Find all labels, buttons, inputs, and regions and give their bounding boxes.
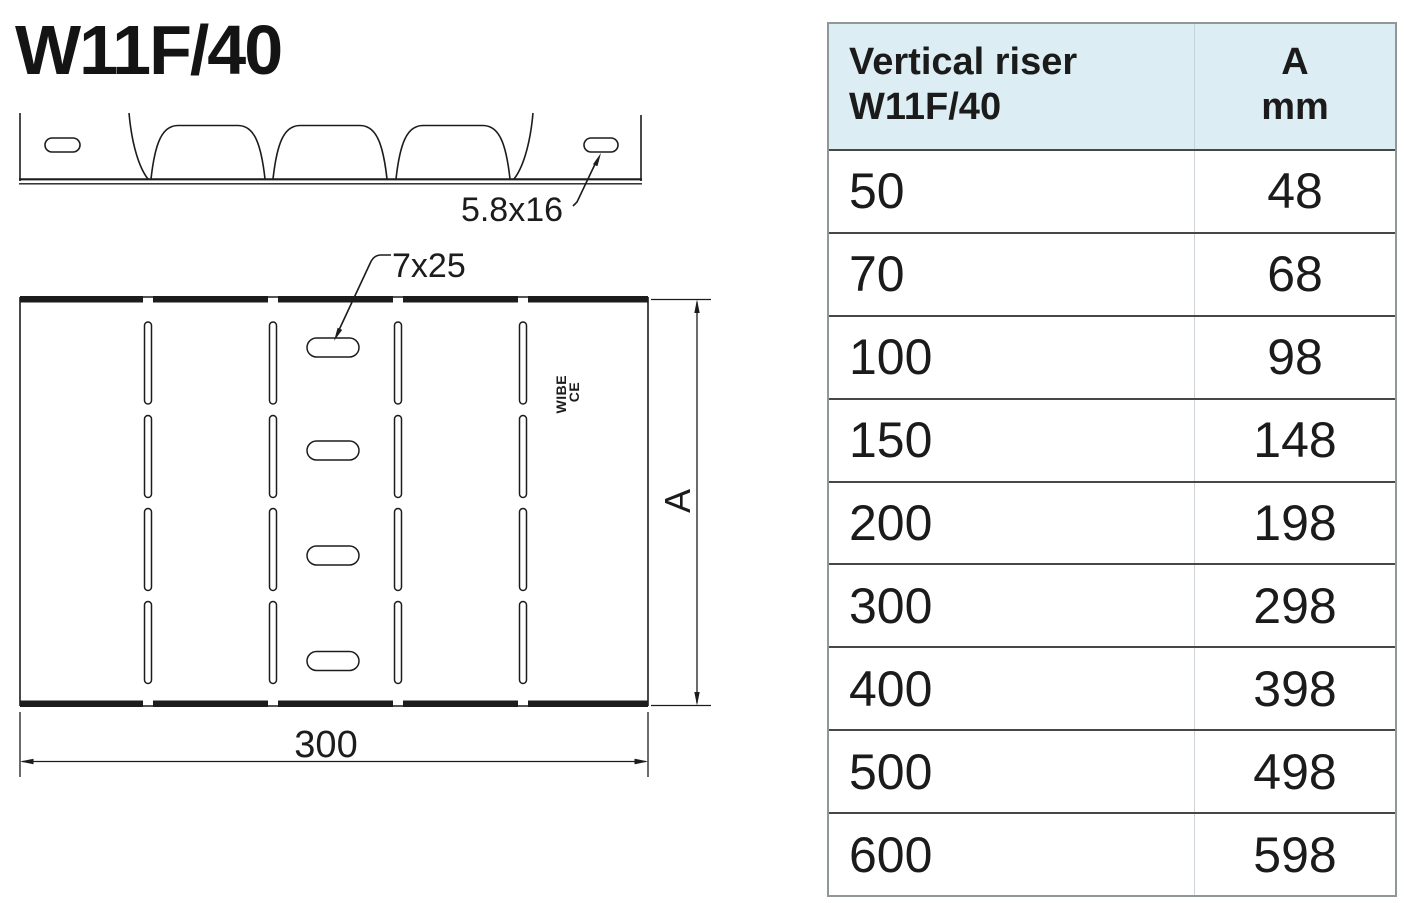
size-cell: 600 [829, 814, 1195, 896]
profile-slot-leader [572, 159, 598, 207]
vertical-slot [518, 321, 528, 405]
size-cell: 150 [829, 399, 1195, 481]
dim-300-arrow-right [634, 758, 648, 765]
size-cell: 70 [829, 233, 1195, 315]
a-cell: 498 [1253, 743, 1337, 800]
brand-stamp: WIBE CE [553, 371, 582, 414]
profile-slot-left [44, 137, 81, 153]
vertical-slot [143, 414, 153, 499]
vertical-slot [393, 600, 403, 685]
a-cell: 598 [1253, 826, 1337, 883]
vertical-slot [393, 507, 403, 592]
plan-slot-label: 7x25 [392, 247, 466, 285]
technical-drawing: 5.8x16 [19, 112, 711, 777]
mounting-slot [306, 337, 360, 358]
dim-300-arrow-left [20, 758, 34, 765]
a-cell: 198 [1253, 495, 1337, 551]
profile-hump [272, 124, 388, 180]
profile-slot-leader-arrow [593, 153, 601, 167]
vertical-slots [143, 321, 528, 685]
plan-slot-leader [338, 254, 391, 331]
mounting-slots [306, 337, 360, 672]
header-product-line1: Vertical riser [849, 41, 1078, 83]
spec-table: Vertical riser W11F/40 A mm 50 48 70 68 … [827, 22, 1397, 897]
vertical-slot [518, 414, 528, 499]
size-cell: 300 [829, 565, 1195, 647]
vertical-slot [143, 600, 153, 685]
size-cell: 400 [829, 648, 1195, 730]
vertical-slot [268, 414, 278, 499]
brand-stamp-line2: CE [566, 382, 582, 402]
plan-slot-leader-arrow [334, 327, 343, 341]
vertical-slot [518, 600, 528, 685]
mounting-slot [306, 650, 360, 672]
vertical-slot [268, 321, 278, 405]
size-cell: 500 [829, 731, 1195, 813]
plan-bottom-edge [20, 700, 648, 707]
spec-table-header: Vertical riser W11F/40 A mm [829, 24, 1395, 151]
header-dim-line1: A [1281, 41, 1309, 83]
a-cell: 298 [1253, 577, 1337, 634]
size-cell: 50 [829, 151, 1195, 232]
profile-view: 5.8x16 [19, 112, 642, 229]
table-row: 600 598 [829, 814, 1395, 896]
vertical-slot [518, 507, 528, 592]
table-row: 300 298 [829, 565, 1395, 649]
a-cell: 398 [1253, 660, 1337, 717]
table-row: 150 148 [829, 399, 1395, 483]
dim-A-arrow-down [694, 692, 700, 706]
profile-slot-label: 5.8x16 [461, 191, 563, 229]
size-cell: 200 [829, 482, 1195, 564]
header-product-line2: W11F/40 [849, 85, 1002, 128]
profile-left-curve [128, 112, 149, 180]
brand-stamp-line1: WIBE [553, 375, 569, 414]
table-row: 400 398 [829, 648, 1395, 732]
header-dim-line2: mm [1261, 85, 1329, 128]
a-cell: 148 [1253, 412, 1337, 469]
mounting-slot [306, 440, 360, 461]
header-dim-cell: A mm [1195, 24, 1395, 149]
plan-top-edge [20, 296, 648, 303]
table-row: 50 48 [829, 151, 1395, 234]
vertical-slot [268, 507, 278, 592]
vertical-slot [143, 507, 153, 592]
dim-A-label: A [657, 489, 698, 513]
plan-view: 7x25 WIBE CE [19, 247, 649, 707]
profile-slot-right [583, 137, 619, 153]
page-title: W11F/40 [15, 11, 283, 89]
table-row: 500 498 [829, 731, 1395, 815]
dimension-A: A [651, 298, 711, 707]
mounting-slot [306, 545, 360, 566]
size-cell: 100 [829, 316, 1195, 398]
dimension-300: 300 [19, 712, 649, 777]
profile-hump [150, 124, 266, 180]
table-row: 70 68 [829, 233, 1395, 317]
table-row: 100 98 [829, 316, 1395, 400]
dim-300-label: 300 [294, 724, 357, 766]
table-row: 200 198 [829, 482, 1395, 566]
a-cell: 98 [1267, 329, 1323, 386]
profile-hump [395, 124, 511, 180]
vertical-slot [393, 321, 403, 405]
a-cell: 68 [1267, 246, 1323, 303]
profile-right-curve [513, 112, 534, 180]
vertical-slot [393, 414, 403, 499]
a-cell: 48 [1267, 163, 1323, 220]
header-product-cell: Vertical riser W11F/40 [829, 24, 1195, 149]
vertical-slot [268, 600, 278, 685]
vertical-slot [143, 321, 153, 405]
dim-A-arrow-up [694, 299, 700, 313]
